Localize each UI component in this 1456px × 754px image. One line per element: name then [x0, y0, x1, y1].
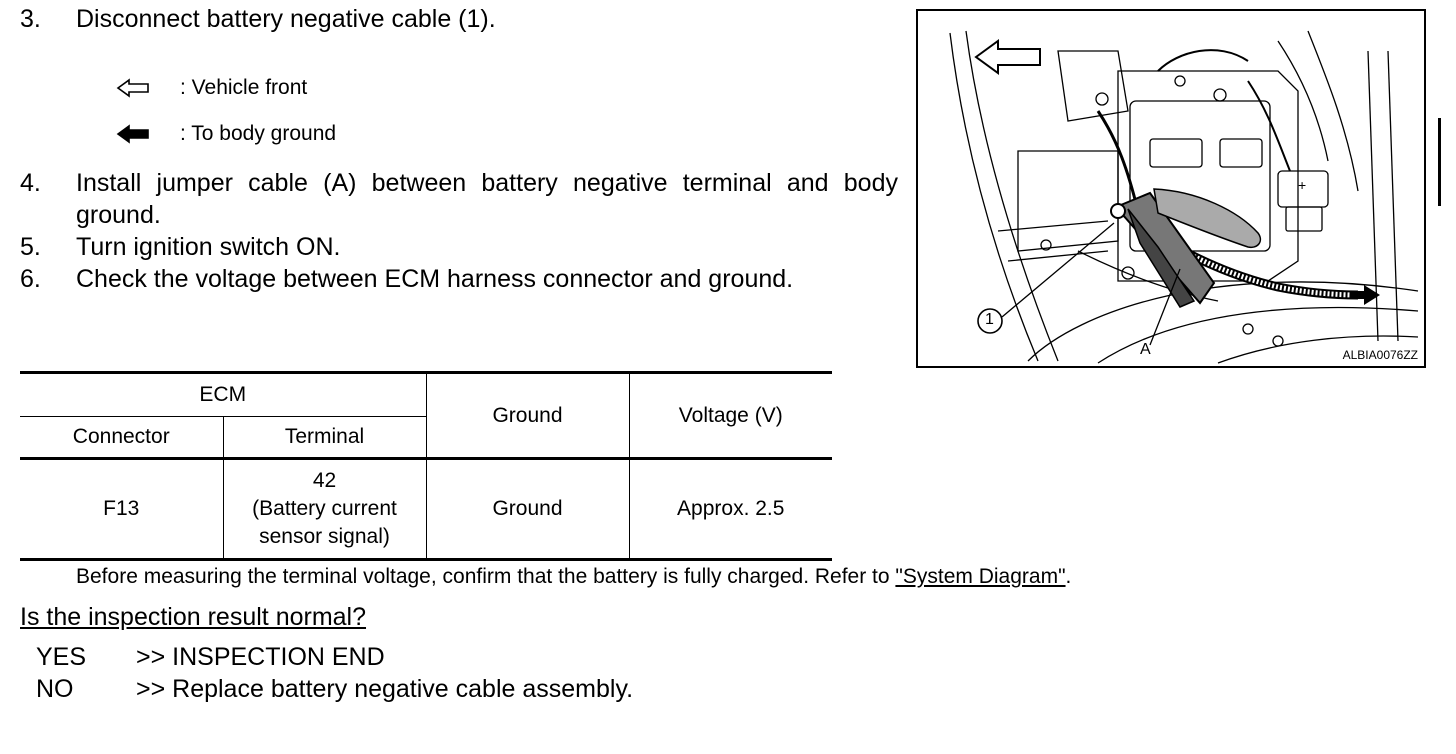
legend-text: : Vehicle front [180, 76, 308, 99]
label-plus: + [1298, 177, 1307, 193]
solid-arrow-left-icon [116, 124, 149, 144]
terminal-number: 42 [312, 469, 337, 492]
legend-text: : To body ground [180, 122, 337, 145]
step-text: Check the voltage between ECM harness co… [76, 265, 794, 293]
answer-key: NO [36, 675, 74, 703]
step-number: 6. [20, 265, 41, 293]
measurement-note: Before measuring the terminal voltage, c… [76, 565, 1071, 589]
header-voltage: Voltage (V) [629, 371, 832, 460]
note-suffix: . [1065, 565, 1072, 588]
step-6: 6. Check the voltage between ECM harness… [20, 263, 898, 327]
cell-connector: F13 [20, 458, 224, 561]
header-ecm: ECM [20, 371, 427, 417]
step-4: 4. Install jumper cable (A) between batt… [20, 167, 898, 231]
cell-terminal: 42 (Battery current sensor signal) [223, 458, 427, 561]
step-number: 5. [20, 233, 41, 261]
engine-bay-drawing [949, 30, 1419, 364]
table-row: F13 42 (Battery current sensor signal) G… [20, 458, 832, 561]
note-text: Before measuring the terminal voltage, c… [76, 565, 896, 588]
label-1: 1 [985, 311, 994, 328]
cell-voltage: Approx. 2.5 [629, 458, 832, 561]
battery-cable-illustration: 1 A + ALBIA0076ZZ [916, 9, 1426, 368]
terminal-desc-line-2: sensor signal) [259, 525, 390, 548]
answer-value: >> Replace battery negative cable assemb… [136, 675, 634, 703]
label-a: A [1140, 341, 1151, 358]
inspection-question: Is the inspection result normal? [20, 603, 367, 631]
voltage-spec-table: ECM Ground Voltage (V) Connector Termina… [20, 371, 832, 561]
cell-ground: Ground [426, 458, 630, 561]
hollow-arrow-left-icon [116, 78, 149, 98]
header-terminal: Terminal [223, 416, 427, 460]
terminal-desc-line-1: (Battery current [252, 497, 397, 520]
step-text: Install jumper cable (A) between battery… [76, 169, 898, 229]
header-ground: Ground [426, 371, 630, 460]
step-number: 3. [20, 5, 41, 33]
page-edge-bar [1438, 118, 1441, 206]
system-diagram-link[interactable]: "System Diagram" [895, 565, 1066, 588]
header-connector: Connector [20, 416, 224, 460]
step-number: 4. [20, 169, 41, 197]
step-text: Disconnect battery negative cable (1). [76, 5, 496, 33]
step-text: Turn ignition switch ON. [76, 233, 341, 261]
figure-code: ALBIA0076ZZ [1342, 348, 1418, 362]
answer-key: YES [36, 643, 87, 671]
answer-value: >> INSPECTION END [136, 643, 385, 671]
